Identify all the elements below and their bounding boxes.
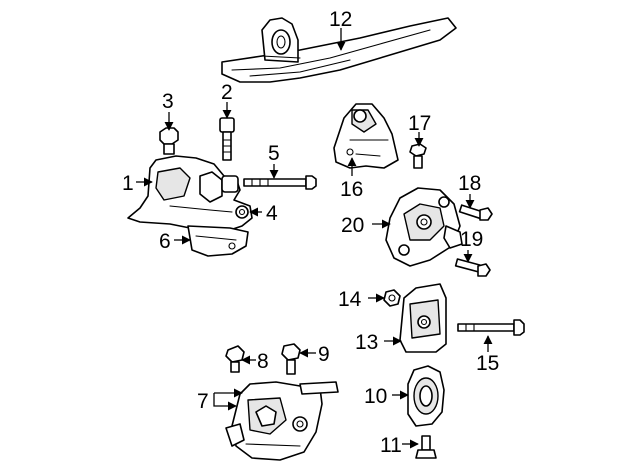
mount-bracket-part[interactable] (385, 187, 463, 267)
long-bolt-part[interactable] (243, 175, 317, 190)
bracket-part[interactable] (187, 225, 249, 257)
bolt-18-part[interactable] (458, 204, 493, 221)
bolt-part[interactable] (219, 117, 235, 161)
callout-4: 4 (266, 202, 278, 225)
small-bolt-part[interactable] (409, 143, 427, 169)
callout-7: 7 (197, 390, 209, 413)
callout-1: 1 (122, 172, 134, 195)
callout-19: 19 (460, 228, 483, 251)
callout-20: 20 (341, 214, 364, 237)
callout-13: 13 (355, 331, 378, 354)
bolt-11-part[interactable] (415, 435, 437, 459)
callout-3: 3 (162, 90, 174, 113)
callout-14: 14 (338, 288, 362, 311)
bolt-9-part[interactable] (281, 343, 301, 375)
callout-16: 16 (340, 178, 363, 201)
arm-bracket-part[interactable] (333, 103, 399, 169)
bolt-19-part[interactable] (454, 258, 491, 277)
callout-10: 10 (364, 385, 387, 408)
nut-part[interactable] (159, 127, 179, 155)
callout-9: 9 (318, 343, 330, 366)
bolt-8-part[interactable] (225, 345, 245, 373)
transmission-mount-part[interactable] (225, 381, 339, 461)
callout-6: 6 (159, 230, 171, 253)
callout-12: 12 (329, 8, 352, 31)
long-bolt-15-part[interactable] (457, 319, 525, 336)
callout-2: 2 (221, 81, 233, 104)
callout-labels: 12 2 3 1 4 6 5 16 17 20 18 19 14 13 15 1… (122, 8, 499, 457)
callout-8: 8 (257, 350, 269, 373)
bracket-13-part[interactable] (399, 283, 447, 353)
callout-17: 17 (408, 112, 431, 135)
bushing-part[interactable] (407, 365, 445, 427)
callout-11: 11 (380, 434, 402, 457)
callout-18: 18 (458, 172, 481, 195)
leader-lines (136, 28, 493, 449)
callout-5: 5 (268, 142, 280, 165)
nut-14-part[interactable] (383, 289, 401, 307)
engine-mount-part[interactable] (127, 155, 253, 231)
callout-15: 15 (476, 352, 499, 375)
